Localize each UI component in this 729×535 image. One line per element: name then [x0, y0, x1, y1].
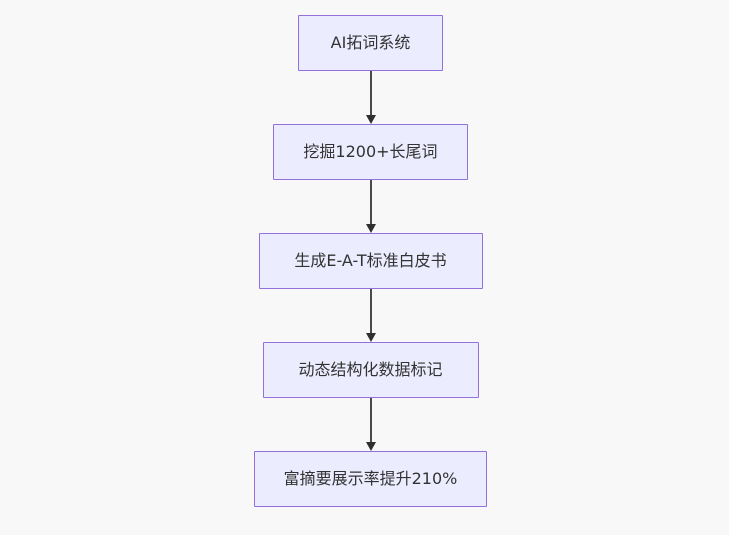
node-eat-whitepaper-label: 生成E-A-T标准白皮书	[294, 251, 447, 270]
node-structured-data-markup-label: 动态结构化数据标记	[298, 360, 443, 379]
arrowhead-down-icon	[365, 115, 376, 124]
arrowhead-down-icon	[365, 224, 376, 233]
node-longtail-mining: 挖掘1200+长尾词	[273, 124, 468, 180]
flow-arrow-3	[365, 289, 376, 342]
arrow-line	[369, 71, 372, 115]
flow-arrow-2	[365, 180, 376, 233]
arrow-line	[369, 180, 372, 224]
arrow-line	[369, 398, 372, 442]
node-longtail-mining-label: 挖掘1200+长尾词	[303, 142, 438, 161]
node-ai-keyword-system: AI拓词系统	[298, 15, 443, 71]
flow-arrow-4	[365, 398, 376, 451]
arrowhead-down-icon	[365, 442, 376, 451]
node-ai-keyword-system-label: AI拓词系统	[330, 33, 411, 52]
arrow-line	[369, 289, 372, 333]
flow-arrow-1	[365, 71, 376, 124]
node-rich-snippet-uplift: 富摘要展示率提升210%	[254, 451, 487, 507]
arrowhead-down-icon	[365, 333, 376, 342]
node-rich-snippet-uplift-label: 富摘要展示率提升210%	[283, 469, 458, 488]
node-structured-data-markup: 动态结构化数据标记	[262, 342, 479, 398]
node-eat-whitepaper: 生成E-A-T标准白皮书	[258, 233, 483, 289]
